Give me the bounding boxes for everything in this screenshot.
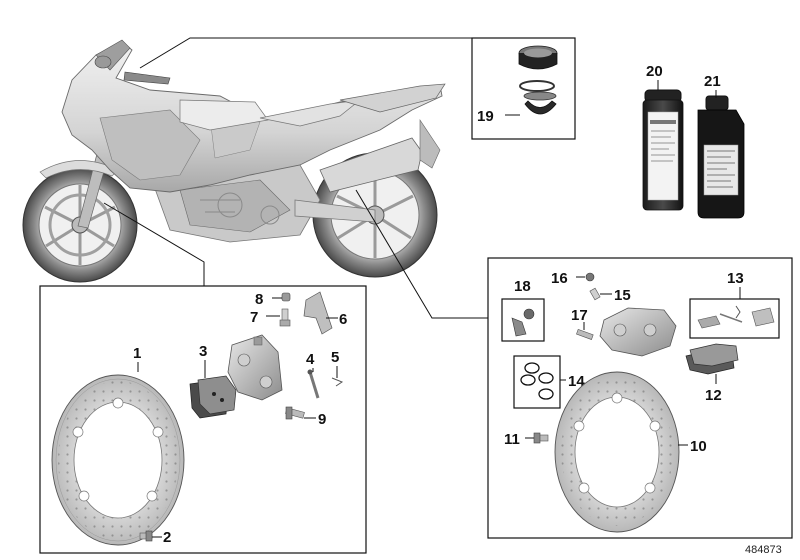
callout-4: 4 — [306, 351, 315, 368]
callout-5: 5 — [331, 349, 339, 366]
rear-bleed-valve-illustration — [589, 287, 601, 301]
callout-1: 1 — [133, 345, 141, 362]
brake-fluid-bottle-illustration — [697, 95, 745, 219]
callout-19: 19 — [477, 108, 494, 125]
callout-18: 18 — [514, 278, 531, 295]
pad-pin-illustration — [307, 369, 320, 399]
front-brake-caliper-illustration — [227, 334, 283, 401]
callout-9: 9 — [318, 411, 326, 428]
bleed-valve-illustration — [279, 308, 291, 327]
callout-14: 14 — [568, 373, 585, 390]
callout-8: 8 — [255, 291, 263, 308]
seal-rings-illustration — [520, 362, 554, 400]
callout-10: 10 — [690, 438, 707, 455]
leader-handlebar-to-reservoir-box — [139, 37, 473, 69]
callout-2: 2 — [163, 529, 171, 546]
callout-11: 11 — [504, 431, 520, 448]
front-brake-pads-illustration — [189, 375, 237, 419]
rear-bleed-cap-illustration — [585, 272, 595, 282]
callout-16: 16 — [551, 270, 568, 287]
callout-13: 13 — [727, 270, 744, 287]
rear-brake-caliper-illustration — [599, 307, 677, 357]
hardware-kit-illustration — [697, 305, 775, 329]
callout-12: 12 — [705, 387, 722, 404]
adjusting-part-illustration — [511, 308, 535, 337]
leader-front-brake-to-front-box — [103, 202, 205, 286]
rear-brake-pads-illustration — [685, 343, 739, 375]
callout-3: 3 — [199, 343, 207, 360]
leader-rear-brake-to-rear-box — [355, 189, 488, 319]
callout-15: 15 — [614, 287, 631, 304]
caliper-bolt-illustration — [285, 406, 305, 420]
callout-21: 21 — [704, 73, 721, 90]
callout-20: 20 — [646, 63, 663, 80]
rear-brake-disc-illustration — [554, 371, 680, 533]
pad-spring-illustration — [303, 291, 333, 335]
callout-17: 17 — [571, 307, 588, 324]
front-brake-disc-illustration — [51, 374, 185, 546]
spray-can-illustration — [642, 89, 684, 211]
callout-7: 7 — [250, 309, 258, 326]
diagram-reference-number: 484873 — [745, 544, 782, 556]
reservoir-cap-illustration — [518, 45, 558, 115]
rear-caliper-bolt-illustration — [576, 328, 594, 340]
motorcycle-illustration — [22, 39, 446, 283]
callout-6: 6 — [339, 311, 347, 328]
retaining-clip-illustration — [331, 377, 344, 387]
disc-bolt-illustration — [139, 530, 153, 542]
bleed-cap-illustration — [281, 292, 291, 302]
